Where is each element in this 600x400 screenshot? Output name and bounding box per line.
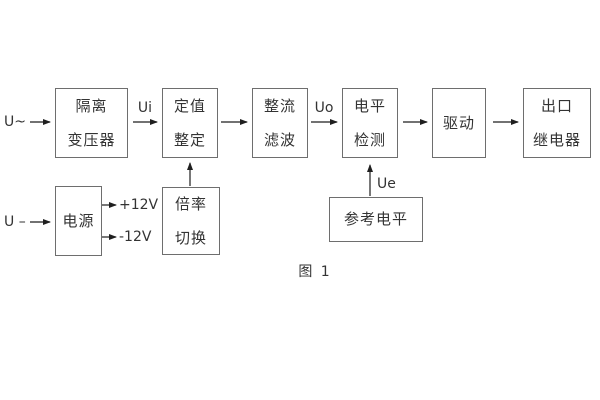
block-label: 出口 xyxy=(540,96,573,115)
block-label: 倍率 xyxy=(174,194,207,213)
block-driver: 驱动 xyxy=(432,88,486,158)
signal-label-ui: Ui xyxy=(137,100,153,116)
block-output-relay: 出口 继电器 xyxy=(523,88,591,158)
block-label: 电源 xyxy=(62,211,95,230)
block-label: 整定 xyxy=(173,130,206,149)
figure-caption: 图 1 xyxy=(298,264,332,280)
signal-label-ac-input: U~ xyxy=(4,114,26,130)
block-label: 滤波 xyxy=(263,130,296,149)
block-power-supply: 电源 xyxy=(55,186,102,256)
block-label: 隔离 xyxy=(75,96,108,115)
signal-label-dc-input: U – xyxy=(4,214,26,230)
block-rectifier-filter: 整流 滤波 xyxy=(252,88,308,158)
block-ratio-switch: 倍率 切换 xyxy=(162,187,220,255)
block-label: 整流 xyxy=(263,96,296,115)
block-label: 切换 xyxy=(174,228,207,247)
block-label: 继电器 xyxy=(532,130,581,149)
block-isolation-transformer: 隔离 变压器 xyxy=(55,88,128,158)
block-label: 驱动 xyxy=(442,113,475,132)
block-label: 参考电平 xyxy=(343,210,408,228)
block-setting-adjustment: 定值 整定 xyxy=(162,88,218,158)
block-reference-level: 参考电平 xyxy=(329,197,423,242)
block-level-detection: 电平 检测 xyxy=(342,88,398,158)
block-label: 电平 xyxy=(353,96,386,115)
signal-label-uo: Uo xyxy=(314,100,334,116)
block-label: 定值 xyxy=(173,96,206,115)
block-label: 检测 xyxy=(353,130,386,149)
signal-label-plus-12v: +12V xyxy=(119,197,159,213)
signal-label-minus-12v: -12V xyxy=(119,229,152,245)
block-label: 变压器 xyxy=(67,130,116,149)
signal-label-ue: Ue xyxy=(377,176,396,192)
